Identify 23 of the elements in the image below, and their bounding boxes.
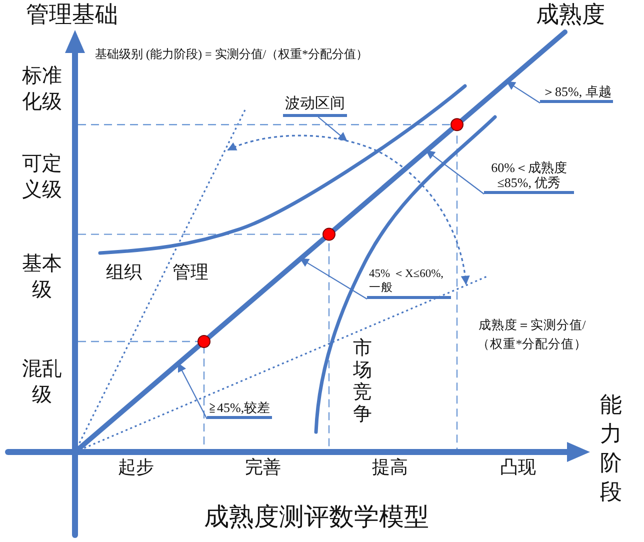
callout-text: ＞85%, 卓越	[540, 84, 614, 103]
leader-line	[300, 258, 368, 300]
level-label: 标准化级	[21, 64, 63, 115]
leader-line	[506, 81, 540, 104]
stage-label: 起步	[118, 457, 154, 479]
level-label: 可定义级	[21, 152, 63, 203]
formula-text: 基础级别 (能力阶段) = 实测分值/（权重*分配分值）	[95, 47, 368, 62]
stage-label: 凸现	[500, 457, 536, 479]
axis-title: 能力阶段	[599, 391, 623, 506]
stage-label: 提高	[372, 457, 408, 479]
callout-text: 60%＜成熟度≤85%, 优秀	[484, 160, 574, 194]
leader-line	[318, 116, 348, 142]
caption-text: 成熟度测评数学模型	[204, 503, 429, 533]
level-label: 基本级	[21, 252, 63, 303]
axis-title: 管理基础	[26, 1, 118, 29]
line-label: 成熟度	[536, 1, 605, 29]
curve-label: 市场竞争	[352, 338, 373, 426]
stage-label: 完善	[245, 457, 281, 479]
leader-line	[426, 150, 484, 194]
note-text: 成熟度＝实测分值/（权重*分配分值）	[476, 317, 588, 353]
curve-label: 组织 管理	[106, 262, 208, 284]
leader-line	[178, 362, 208, 420]
level-label: 混乱级	[21, 357, 63, 408]
